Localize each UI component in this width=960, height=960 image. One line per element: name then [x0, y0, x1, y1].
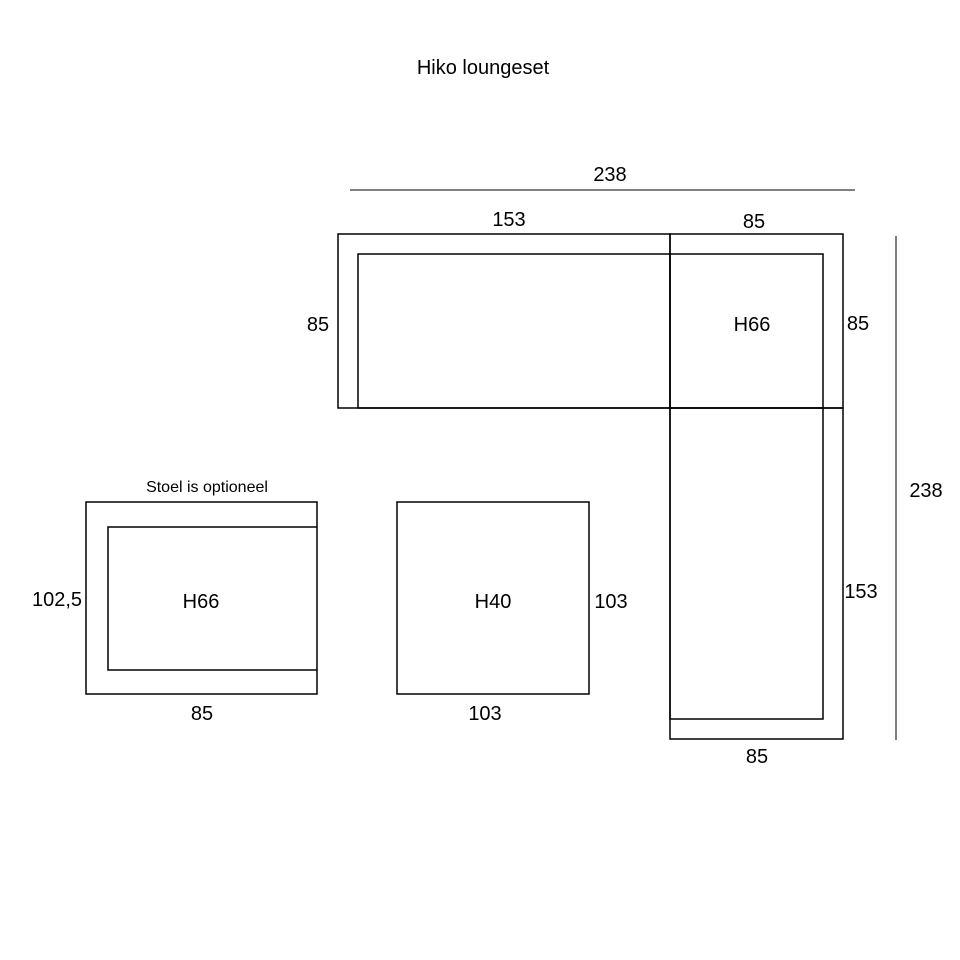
- sofa-side-length-label: 153: [844, 581, 877, 603]
- sofa-corner-seat: [670, 253, 824, 408]
- sofa-side-width-label: 85: [746, 746, 768, 768]
- sofa-right-depth-label: 85: [847, 313, 869, 335]
- chair-width-label: 85: [191, 703, 213, 725]
- chair-seat: [107, 526, 317, 671]
- sofa-corner-height-label: H66: [734, 314, 771, 336]
- sofa-side-seat: [669, 407, 824, 720]
- chair-note: Stoel is optioneel: [146, 479, 268, 496]
- overall-height-label: 238: [909, 480, 942, 502]
- sofa-long-seat: [357, 253, 671, 409]
- sofa-long-section: [337, 233, 671, 409]
- chair: [85, 501, 318, 695]
- chair-height-label: H66: [183, 591, 220, 613]
- table: [396, 501, 590, 695]
- overall-width-label: 238: [593, 164, 626, 186]
- table-height-label: H40: [475, 591, 512, 613]
- table-width-label: 103: [468, 703, 501, 725]
- chair-outer: [85, 501, 318, 695]
- sofa-long-outer: [337, 233, 671, 409]
- sofa-left-depth-label: 85: [307, 314, 329, 336]
- chair-depth-label: 102,5: [32, 589, 82, 611]
- sofa-side-outer: [669, 407, 844, 740]
- sofa-corner-width-label: 85: [743, 211, 765, 233]
- sofa-side-section: [669, 407, 844, 740]
- table-depth-label: 103: [594, 591, 627, 613]
- diagram-title: Hiko loungeset: [417, 57, 550, 79]
- sofa-long-width-label: 153: [492, 209, 525, 231]
